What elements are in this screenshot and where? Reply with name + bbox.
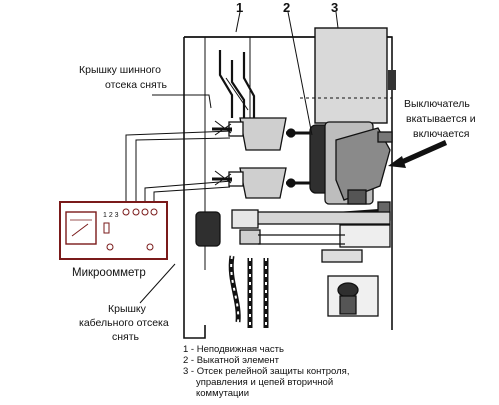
callout-1: 1 bbox=[236, 0, 243, 15]
cable-cover-label-line1: Крышку bbox=[108, 303, 147, 315]
circuit-breaker bbox=[254, 121, 393, 248]
breaker-label-line3: включается bbox=[413, 128, 470, 140]
breaker-label-line1: Выключатель bbox=[404, 98, 470, 110]
cable-cover-label-line2: кабельного отсека bbox=[79, 317, 169, 329]
busbars bbox=[218, 50, 256, 118]
legend-item-1: 1 - Неподвижная часть bbox=[183, 344, 284, 355]
meter-dial-digits: 1 2 3 bbox=[103, 212, 119, 219]
bus-cover-label-line2: отсека снять bbox=[105, 79, 168, 91]
leader-lines bbox=[139, 11, 339, 304]
cabinet-fixed-part bbox=[183, 36, 393, 339]
meter-label: Микроомметр bbox=[72, 267, 146, 279]
measurement-leads bbox=[125, 130, 233, 209]
callout-3: 3 bbox=[331, 0, 338, 15]
legend-item-3-cont-1: управления и цепей вторичной bbox=[196, 377, 333, 388]
microohmmeter: 1 2 3 bbox=[59, 201, 168, 260]
bus-cover-label-line1: Крышку шинного bbox=[79, 64, 161, 76]
cable-cover-label-line3: снять bbox=[112, 331, 140, 343]
callout-2: 2 bbox=[283, 0, 290, 15]
cables bbox=[228, 255, 269, 328]
relay-compartment bbox=[300, 27, 396, 124]
breaker-pointer-arrow bbox=[388, 140, 447, 168]
lower-mechanism bbox=[195, 209, 379, 317]
legend-item-2: 2 - Выкатной элемент bbox=[183, 355, 280, 366]
breaker-label-line2: вкатывается и bbox=[406, 113, 476, 125]
contact-assemblies bbox=[212, 117, 313, 199]
legend: 1 - Неподвижная часть 2 - Выкатной элеме… bbox=[183, 344, 349, 399]
legend-item-3: 3 - Отсек релейной защиты контроля, bbox=[183, 366, 349, 377]
legend-item-3-cont-2: коммутации bbox=[196, 388, 249, 399]
